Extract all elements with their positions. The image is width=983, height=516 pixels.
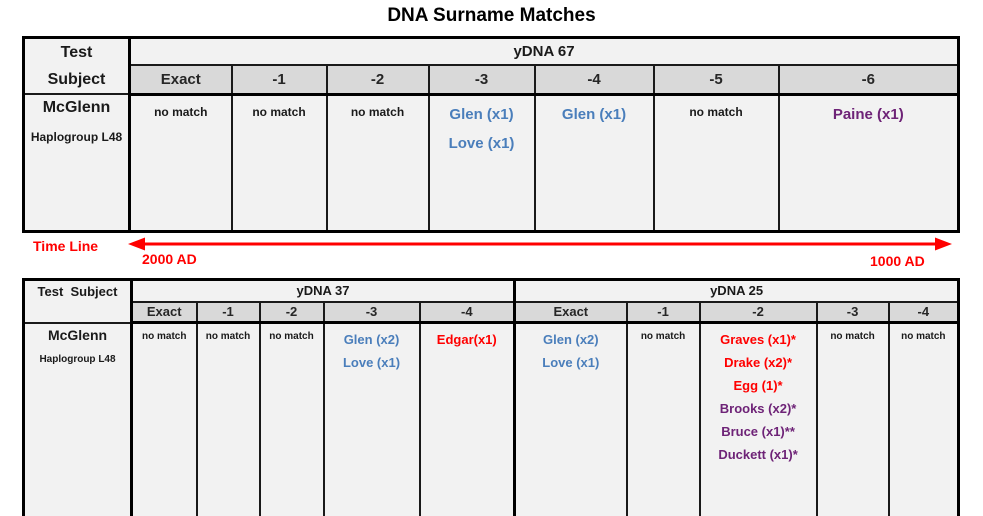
match-cell-minus4: Glen (x1) [533, 93, 655, 232]
match-entry: Love (x1) [342, 355, 401, 370]
haplogroup-label: Haplogroup L48 [30, 130, 123, 144]
no-match-text: no match [689, 104, 743, 119]
column-header-minus4: -4 [533, 64, 655, 96]
match-cell-exact: no match [128, 93, 233, 232]
ydna37-column-header-minus1: -1 [195, 300, 261, 324]
match-cell-minus3: Glen (x1) Love (x1) [427, 93, 536, 232]
match-entry: Glen (x1) [561, 105, 627, 123]
no-match-text: no match [830, 331, 875, 342]
ydna37-column-header-minus2: -2 [258, 300, 325, 324]
match-entry: Love (x1) [448, 134, 515, 152]
match-cell-minus1: no match [230, 93, 328, 232]
group-header-ydna67: yDNA 67 [128, 36, 960, 67]
page-title: DNA Surname Matches [387, 5, 596, 26]
match-entry: Duckett (x1)* [718, 447, 798, 462]
match-cell-minus6: Paine (x1) [777, 93, 960, 232]
test-subject-line2: Subject [47, 71, 106, 88]
no-match-text: no match [269, 331, 314, 342]
group-header-ydna37: yDNA 37 [130, 278, 517, 303]
no-match-text: no match [350, 104, 405, 119]
haplogroup-label: Haplogroup L48 [39, 353, 116, 365]
match-entry: Glen (x2) [343, 332, 400, 347]
ydna37-column-header-exact: Exact [130, 300, 198, 324]
ydna25-column-header-minus4: -4 [887, 300, 960, 324]
ydna67-table: Test Subject yDNA 67 Exact -1 -2 -3 -4 -… [22, 36, 961, 233]
match-cell-minus5: no match [652, 93, 780, 232]
ydna25-column-header-minus3: -3 [815, 300, 890, 324]
ydna37-match-cell-exact: no match [130, 321, 198, 516]
year-label-2000ad: 2000 AD [142, 251, 197, 267]
ydna25-match-cell-exact: Glen (x2) Love (x1) [513, 321, 628, 516]
column-header-minus1: -1 [230, 64, 328, 96]
row-header-mcglenn-bottom: McGlenn Haplogroup L48 [22, 321, 133, 516]
no-match-text: no match [154, 104, 208, 119]
column-header-minus2: -2 [325, 64, 430, 96]
subject-name: McGlenn [42, 99, 111, 116]
column-header-exact: Exact [128, 64, 233, 96]
timeline-double-arrow-icon [128, 237, 952, 251]
column-header-minus6: -6 [777, 64, 960, 96]
group-header-ydna25: yDNA 25 [513, 278, 960, 303]
ydna25-column-header-exact: Exact [513, 300, 628, 324]
ydna37-match-cell-minus2: no match [258, 321, 325, 516]
match-entry: Glen (x2) [542, 332, 599, 347]
no-match-text: no match [142, 331, 187, 342]
match-cell-minus2: no match [325, 93, 430, 232]
column-header-minus5: -5 [652, 64, 780, 96]
match-entry: Brooks (x2)* [719, 401, 797, 416]
ydna25-match-cell-minus4: no match [887, 321, 960, 516]
match-entry: Graves (x1)* [720, 332, 796, 347]
no-match-text: no match [901, 331, 946, 342]
row-header-mcglenn: McGlenn Haplogroup L48 [22, 93, 131, 232]
match-entry: Edgar(x1) [436, 332, 497, 347]
ydna25-match-cell-minus3: no match [815, 321, 890, 516]
ydna37-match-cell-minus3: Glen (x2) Love (x1) [322, 321, 421, 516]
ydna25-column-header-minus1: -1 [625, 300, 701, 324]
ydna25-column-header-minus2: -2 [698, 300, 818, 324]
ydna25-match-cell-minus1: no match [625, 321, 701, 516]
timeline-label: Time Line [33, 238, 99, 254]
subject-name: McGlenn [47, 326, 108, 343]
ydna37-match-cell-minus4: Edgar(x1) [418, 321, 517, 516]
no-match-text: no match [640, 331, 686, 342]
no-match-text: no match [205, 331, 251, 342]
ydna37-match-cell-minus1: no match [195, 321, 261, 516]
test-subject-line1: Test [60, 44, 93, 61]
test-subject-header: Test Subject [22, 36, 131, 95]
ydna37-column-header-minus4: -4 [418, 300, 517, 324]
match-entry: Paine (x1) [832, 105, 904, 123]
year-label-1000ad: 1000 AD [870, 253, 925, 269]
no-match-text: no match [252, 104, 306, 119]
match-entry: Love (x1) [542, 355, 600, 370]
test-subject-header-bottom: Test Subject [22, 278, 133, 324]
column-header-minus3: -3 [427, 64, 536, 96]
match-entry: Egg (1)* [733, 378, 783, 393]
ydna37-column-header-minus3: -3 [322, 300, 421, 324]
ydna25-match-cell-minus2: Graves (x1)* Drake (x2)* Egg (1)* Brooks (x… [698, 321, 818, 516]
match-entry: Drake (x2)* [724, 355, 793, 370]
match-entry: Glen (x1) [449, 105, 514, 123]
ydna37-25-table: Test Subject yDNA 37 yDNA 25 Exact -1 -2… [22, 278, 961, 516]
match-entry: Bruce (x1)** [721, 424, 795, 439]
